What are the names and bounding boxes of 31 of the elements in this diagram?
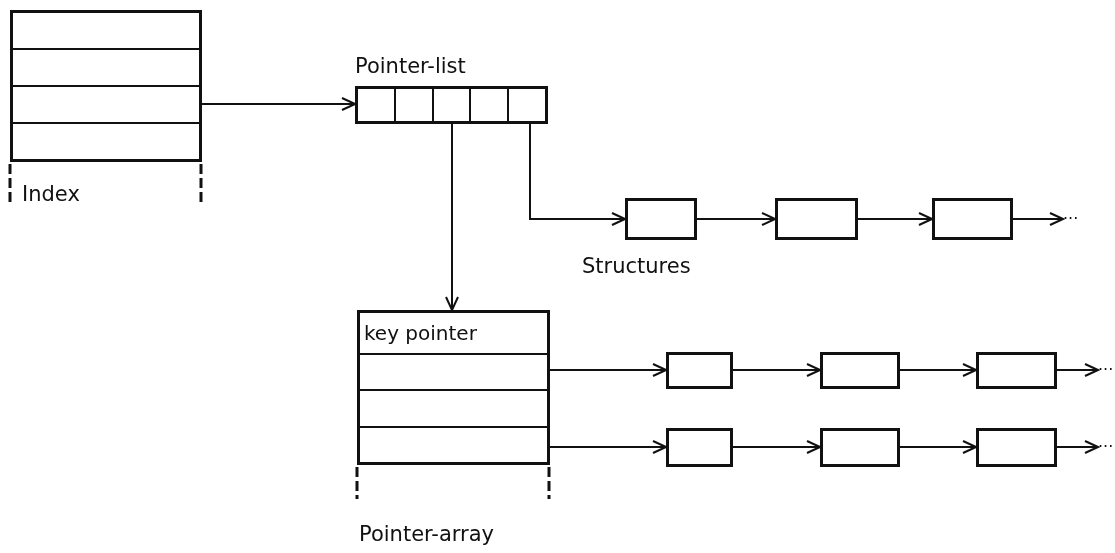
structure-box bbox=[932, 198, 1013, 240]
arrow bbox=[899, 440, 977, 454]
group-caption: Structures bbox=[582, 256, 691, 277]
arrow bbox=[1056, 363, 1099, 377]
arrow bbox=[201, 97, 356, 111]
structure-box bbox=[666, 428, 733, 467]
arrow bbox=[1056, 440, 1099, 454]
column-header: key pointer bbox=[364, 321, 477, 345]
arrow bbox=[899, 363, 977, 377]
table-caption: Pointer-array bbox=[359, 524, 494, 545]
arrow bbox=[732, 440, 821, 454]
continuation-dots: ··· bbox=[1098, 438, 1114, 456]
arrow bbox=[732, 363, 821, 377]
arrow bbox=[529, 123, 626, 226]
structure-box bbox=[666, 352, 733, 389]
arrow bbox=[857, 212, 933, 226]
continuation-dots: ··· bbox=[1063, 210, 1079, 228]
structure-box bbox=[820, 352, 900, 389]
structure-box bbox=[976, 428, 1057, 467]
arrow bbox=[445, 123, 459, 311]
continuation-dots: ··· bbox=[1098, 361, 1114, 379]
structure-box bbox=[976, 352, 1057, 389]
structure-box bbox=[820, 428, 900, 467]
arrow bbox=[696, 212, 776, 226]
arrow bbox=[549, 440, 667, 454]
arrow bbox=[549, 363, 667, 377]
table-caption: Index bbox=[22, 184, 80, 205]
structure-box bbox=[625, 198, 697, 240]
table-caption: Pointer-list bbox=[355, 56, 466, 77]
structure-box bbox=[775, 198, 858, 240]
arrow bbox=[1012, 212, 1064, 226]
